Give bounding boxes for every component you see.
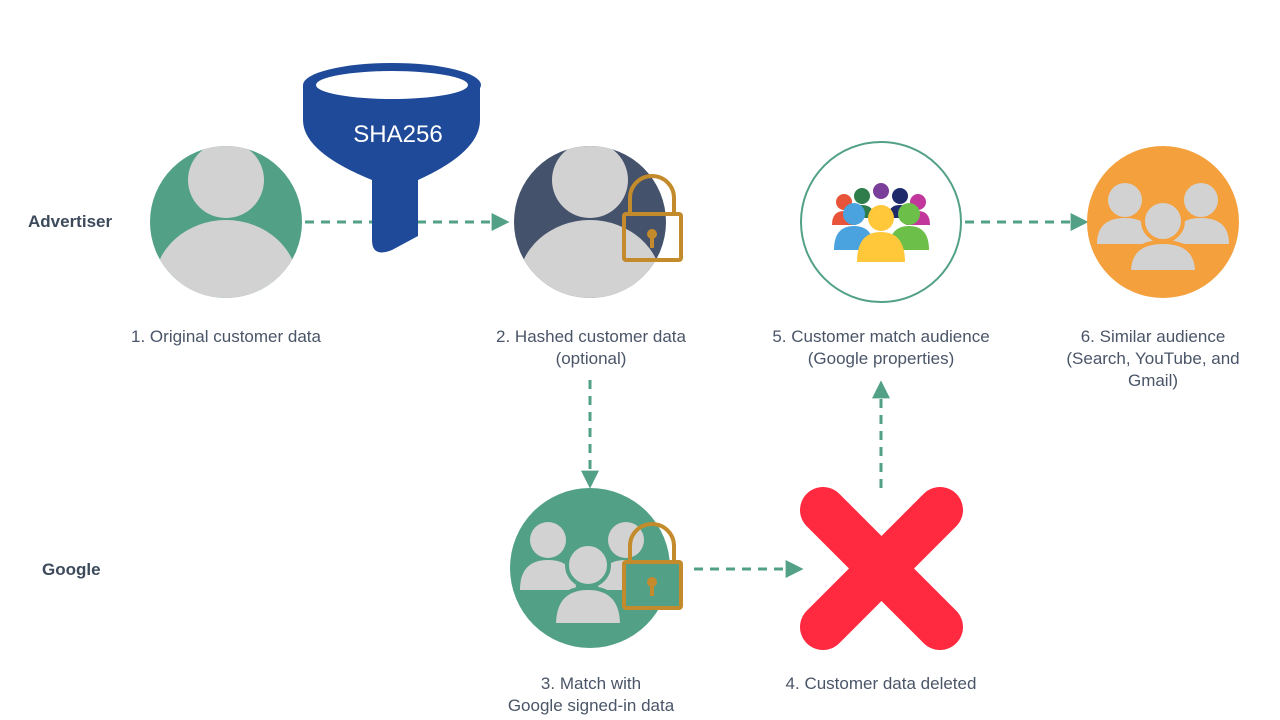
row-label-advertiser: Advertiser [28, 212, 113, 231]
step-4-caption: 4. Customer data deleted [751, 673, 1011, 695]
lock-icon [622, 174, 683, 262]
caption-line: 6. Similar audience [1080, 327, 1226, 346]
step-3-locked-group-icon [510, 488, 683, 648]
step-3-caption: 3. Match with Google signed-in data [461, 673, 721, 717]
lock-icon [622, 522, 683, 610]
step-1-caption: 1. Original customer data [96, 326, 356, 348]
caption-line: 2. Hashed customer data [496, 327, 686, 346]
caption-line: 5. Customer match audience [772, 327, 990, 346]
caption-line: 1. Original customer data [131, 327, 321, 346]
caption-line: (Google properties) [807, 349, 955, 368]
caption-line: 3. Match with [540, 674, 642, 693]
step-4-delete-x-icon [800, 487, 963, 650]
step-6-group-icon [1087, 146, 1239, 298]
step-2-caption: 2. Hashed customer data (optional) [461, 326, 721, 370]
arrows [305, 213, 1089, 578]
sha256-funnel-icon: SHA256 [303, 63, 481, 253]
funnel-label: SHA256 [353, 121, 442, 148]
step-6-caption: 6. Similar audience (Search, YouTube, an… [1023, 326, 1280, 392]
step-1-person-icon [150, 146, 302, 298]
step-5-caption: 5. Customer match audience (Google prope… [751, 326, 1011, 370]
step-5-colorful-audience-icon [800, 141, 962, 303]
caption-line: (Search, YouTube, and [1066, 349, 1240, 368]
caption-line: (optional) [555, 349, 627, 368]
row-label-google: Google [42, 560, 101, 579]
caption-line: Google signed-in data [507, 696, 675, 715]
caption-line: 4. Customer data deleted [785, 674, 977, 693]
step-2-locked-person-icon [514, 146, 683, 298]
caption-line: Gmail) [1127, 371, 1179, 390]
